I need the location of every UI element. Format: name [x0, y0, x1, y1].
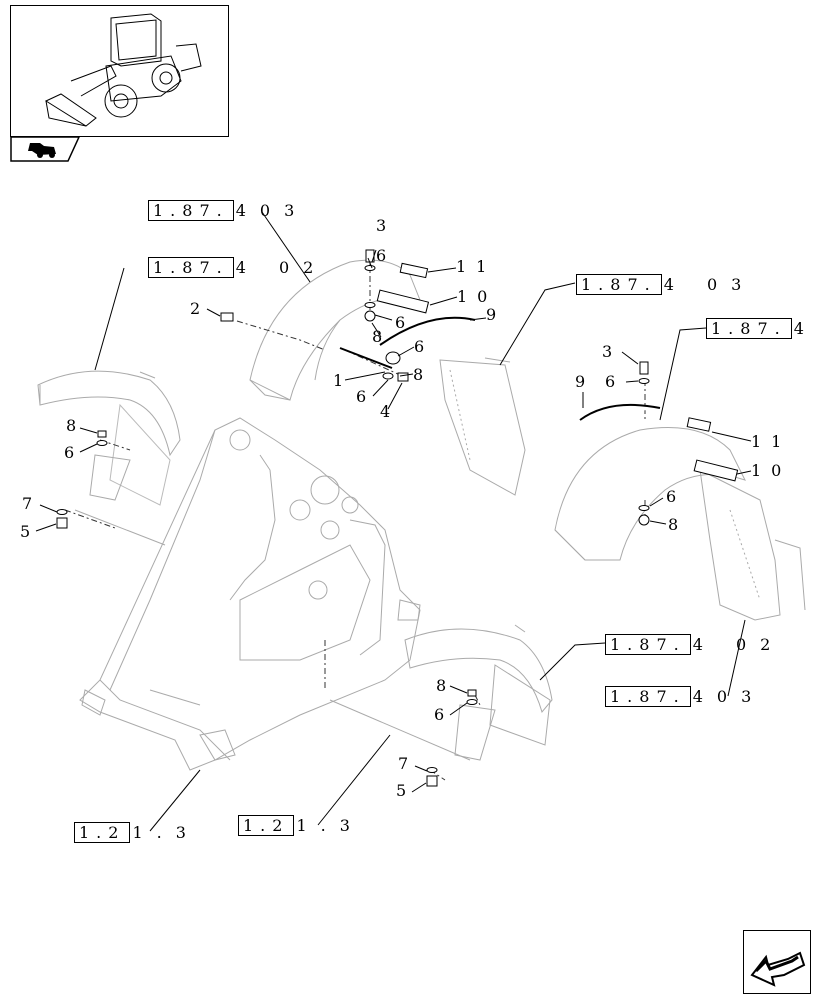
reference-1-87-403-lower[interactable]: 1.87.403 — [605, 686, 765, 707]
callout-9: 9 — [575, 372, 586, 391]
callout-6: 6 — [64, 443, 75, 462]
thumbnail-tab — [10, 136, 81, 162]
callout-6: 6 — [414, 337, 425, 356]
previous-page-arrow-icon[interactable] — [743, 930, 811, 994]
callout-7: 7 — [22, 494, 33, 513]
callout-1: 1 — [333, 371, 344, 390]
callout-4: 4 — [380, 402, 391, 421]
callout-3: 3 — [602, 342, 613, 361]
callout-6: 6 — [666, 487, 677, 506]
callout-8: 8 — [372, 327, 383, 346]
callout-6: 6 — [434, 705, 445, 724]
callout-6: 6 — [605, 372, 616, 391]
loader-silhouette-icon — [28, 143, 56, 158]
callout-6: 6 — [395, 313, 406, 332]
callout-10: 10 — [751, 461, 792, 480]
reference-1-87-403-top[interactable]: 1.87.403 — [148, 200, 308, 221]
callout-8: 8 — [436, 676, 447, 695]
center-upper-fender — [249, 259, 421, 401]
left-fender — [37, 370, 181, 457]
right-fender — [554, 427, 746, 561]
frame-outline — [79, 417, 421, 771]
reference-1-87-4-03-right[interactable]: 1.87.4 03 — [576, 274, 755, 295]
callout-11: 11 — [456, 257, 497, 276]
reference-1-87-4-02-lower[interactable]: 1.87.4 02 — [605, 634, 784, 655]
callout-8: 8 — [413, 365, 424, 384]
reference-1-87-4-02-left[interactable]: 1.87.4 02 — [148, 257, 327, 278]
callout-10: 10 — [457, 287, 498, 306]
callout-9: 9 — [486, 305, 497, 324]
wheel-loader-thumbnail — [10, 5, 229, 137]
callout-7: 7 — [398, 754, 409, 773]
callout-2: 2 — [190, 299, 201, 318]
callout-11: 11 — [751, 432, 792, 451]
callout-5: 5 — [396, 781, 407, 800]
callout-6: 6 — [376, 246, 387, 265]
callout-5: 5 — [20, 522, 31, 541]
reference-1-87-4-far-right[interactable]: 1.87.4 — [706, 318, 816, 339]
callout-8: 8 — [668, 515, 679, 534]
callout-8: 8 — [66, 416, 77, 435]
callout-6: 6 — [356, 387, 367, 406]
callout-3: 3 — [376, 216, 387, 235]
